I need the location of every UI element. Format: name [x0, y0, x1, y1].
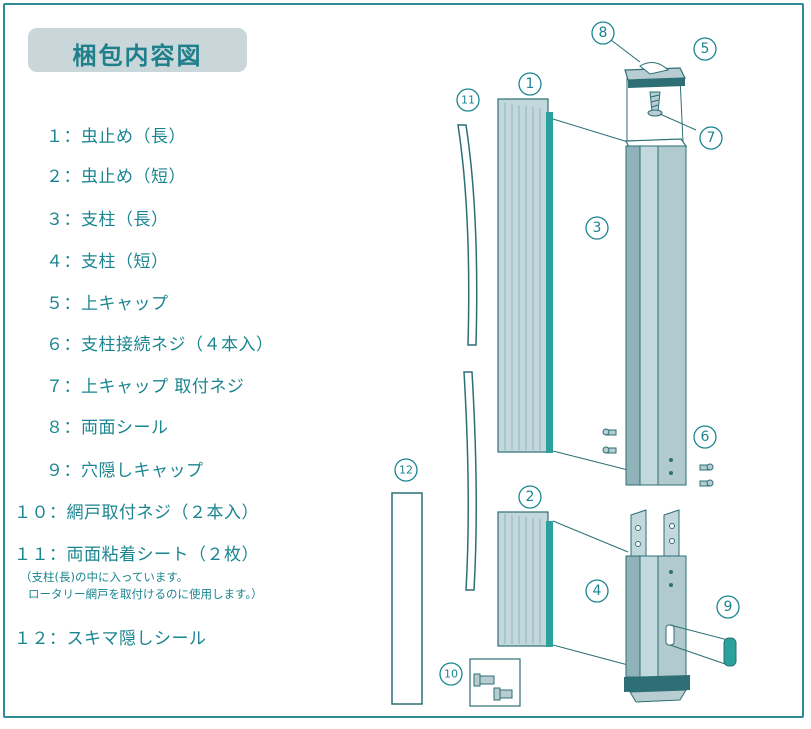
callout-circle-10	[439, 662, 463, 686]
item-8: ８：両面シール	[46, 418, 169, 438]
title-box: 梱包内容図	[28, 28, 247, 72]
note-line-1: （支柱(長)の中に入っています。	[20, 570, 189, 584]
callout-label-7: 7	[707, 130, 716, 146]
item-11: １１：両面粘着シート（２枚）	[14, 545, 259, 565]
cap-screw-illustration	[647, 91, 663, 117]
item-4: ４：支柱（短）	[46, 252, 169, 272]
callout-circle-3	[585, 216, 609, 240]
note-line-2: ロータリー網戸を取付けるのに使用します。）	[28, 587, 263, 601]
insect-guard-short-illustration	[497, 511, 553, 647]
post-screws-illustration	[602, 428, 714, 487]
hole-cap-illustration	[669, 624, 737, 667]
callout-label-8: 8	[599, 25, 608, 41]
callout-circle-5	[693, 37, 717, 61]
page-title: 梱包内容図	[72, 42, 203, 70]
item-10: １０：網戸取付ネジ（２本入）	[14, 503, 259, 523]
post-short-illustration	[624, 509, 690, 703]
insect-guard-long-illustration	[497, 98, 553, 453]
callout-label-6: 6	[701, 429, 710, 445]
callout-circle-2	[518, 485, 542, 509]
item-7: ７：上キャップ 取付ネジ	[46, 377, 245, 397]
adhesive-sheet-illustration	[457, 124, 478, 591]
callout-label-9: 9	[724, 599, 733, 615]
callout-circle-12	[394, 458, 418, 482]
item-1: １：虫止め（長）	[46, 127, 186, 147]
post-long-illustration	[625, 138, 688, 486]
callout-circle-6	[693, 425, 717, 449]
item-5: ５：上キャップ	[46, 294, 169, 314]
item-12: １２：スキマ隠しシール	[14, 629, 207, 649]
item-9: ９：穴隠しキャップ	[46, 461, 204, 481]
guide-lines	[552, 77, 684, 666]
callout-label-12: 12	[399, 464, 413, 477]
callout-circle-8	[591, 21, 615, 45]
item-6: ６：支柱接続ネジ（４本入）	[46, 335, 274, 355]
callout-label-1: 1	[526, 76, 535, 92]
callout-label-2: 2	[526, 489, 535, 505]
callout-circle-1	[518, 72, 542, 96]
callout-circle-7	[699, 126, 723, 150]
callout-circle-9	[716, 595, 740, 619]
frame-border	[3, 3, 804, 718]
gap-seal-illustration	[391, 492, 423, 705]
item-3: ３：支柱（長）	[46, 210, 169, 230]
callout-label-3: 3	[593, 220, 602, 236]
callout-circle-4	[585, 579, 609, 603]
callout-label-5: 5	[701, 41, 710, 57]
callout-label-10: 10	[444, 668, 458, 681]
callout-circle-11	[456, 88, 480, 112]
item-2: ２：虫止め（短）	[46, 167, 186, 187]
top-cap-illustration	[624, 62, 686, 88]
callout-label-11: 11	[461, 94, 475, 107]
screen-screws-illustration	[469, 658, 521, 707]
callout-label-4: 4	[593, 583, 602, 599]
